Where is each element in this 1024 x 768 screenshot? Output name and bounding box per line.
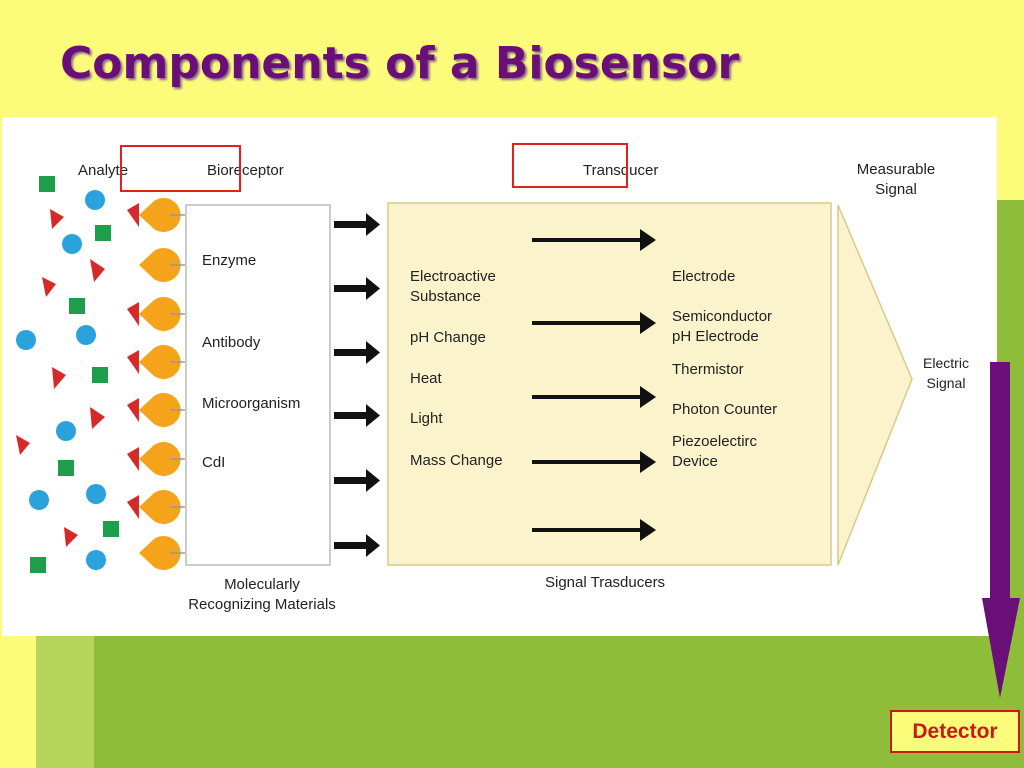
analyte-square xyxy=(39,176,55,192)
arrow xyxy=(532,519,656,541)
analyte-circle xyxy=(85,190,105,210)
analyte-triangle xyxy=(16,435,30,455)
analyte-square xyxy=(30,557,46,573)
highlight-box-transducer xyxy=(512,143,628,188)
background-green-stripe xyxy=(36,636,94,768)
bioreceptor-box xyxy=(185,204,331,566)
transducer-box xyxy=(387,202,832,566)
arrow xyxy=(532,386,656,408)
bioreceptor-enzyme: Enzyme xyxy=(202,252,257,269)
transducer-output-electrode: Electrode xyxy=(672,268,736,285)
bioreceptor-arrows xyxy=(334,213,380,557)
analyte-triangle xyxy=(90,407,105,429)
arrow xyxy=(532,451,656,473)
bioreceptor-shape xyxy=(127,198,185,232)
analyte-square xyxy=(103,521,119,537)
transducer-input-electroactive: Electroactive Substance xyxy=(410,268,496,305)
arrow xyxy=(334,277,380,300)
arrow xyxy=(532,312,656,334)
bioreceptor-antibody: Antibody xyxy=(202,334,261,351)
analyte-triangle xyxy=(90,259,105,282)
header-measurable-signal: Measurable Signal xyxy=(856,161,936,198)
transducer-arrows xyxy=(532,229,656,541)
header-analyte: Analyte xyxy=(78,162,129,179)
caption-molecular: Molecularly Recognizing Materials xyxy=(188,576,336,613)
bioreceptor-microorganism: Microorganism xyxy=(202,395,301,412)
header-transducer: Transducer xyxy=(583,162,659,179)
transducer-output-semiconductor: Semiconductor pH Electrode xyxy=(672,308,773,345)
analyte-triangle xyxy=(42,277,56,297)
bioreceptor-shape xyxy=(127,297,185,331)
bioreceptor-shape xyxy=(127,393,185,427)
analyte-square xyxy=(69,298,85,314)
slide-title: Components of a Biosensor xyxy=(60,38,740,89)
analyte-circle xyxy=(86,484,106,504)
transducer-input-heat: Heat xyxy=(410,370,442,387)
diagram-panel: Analyte Bioreceptor Transducer Measurabl… xyxy=(2,117,997,636)
analyte-circle xyxy=(86,550,106,570)
analyte-triangle xyxy=(50,209,64,229)
analyte-circle xyxy=(56,421,76,441)
transducer-output-thermistor: Thermistor xyxy=(672,361,744,378)
header-bioreceptor: Bioreceptor xyxy=(207,162,284,179)
transducer-output-photon-counter: Photon Counter xyxy=(672,401,778,418)
detector-arrow xyxy=(982,362,1020,698)
signal-output-triangle xyxy=(837,204,913,566)
detector-label: Detector xyxy=(890,710,1020,753)
arrow xyxy=(334,341,380,364)
background-green-block xyxy=(36,636,1024,768)
arrow xyxy=(334,213,380,236)
bioreceptor-column xyxy=(127,198,185,570)
analyte-triangle xyxy=(64,527,78,547)
analyte-square xyxy=(58,460,74,476)
bioreceptor-shape xyxy=(127,490,185,524)
transducer-input-ph: pH Change xyxy=(410,329,486,346)
analyte-cluster xyxy=(16,176,119,573)
caption-signal-transducers: Signal Trasducers xyxy=(545,574,666,591)
transducer-input-light: Light xyxy=(410,410,443,427)
diagram-graphics xyxy=(16,176,913,573)
analyte-square xyxy=(92,367,108,383)
analyte-square xyxy=(95,225,111,241)
output-electric-signal: Electric Signal xyxy=(923,355,969,391)
arrow xyxy=(334,404,380,427)
transducer-input-mass: Mass Change xyxy=(410,452,503,469)
arrow xyxy=(334,534,380,557)
bioreceptor-shape xyxy=(139,248,185,282)
analyte-circle xyxy=(62,234,82,254)
bioreceptor-shape xyxy=(139,536,185,570)
analyte-triangle xyxy=(52,367,66,389)
bioreceptor-cdi: CdI xyxy=(202,454,226,471)
analyte-circle xyxy=(16,330,36,350)
arrow xyxy=(334,469,380,492)
analyte-circle xyxy=(76,325,96,345)
analyte-circle xyxy=(29,490,49,510)
transducer-output-piezoelectric: Piezoelectirc Device xyxy=(672,433,758,470)
bioreceptor-shape xyxy=(127,345,185,379)
bioreceptor-shape xyxy=(127,442,185,476)
arrow xyxy=(532,229,656,251)
highlight-box-analyte-bioreceptor xyxy=(120,145,241,192)
